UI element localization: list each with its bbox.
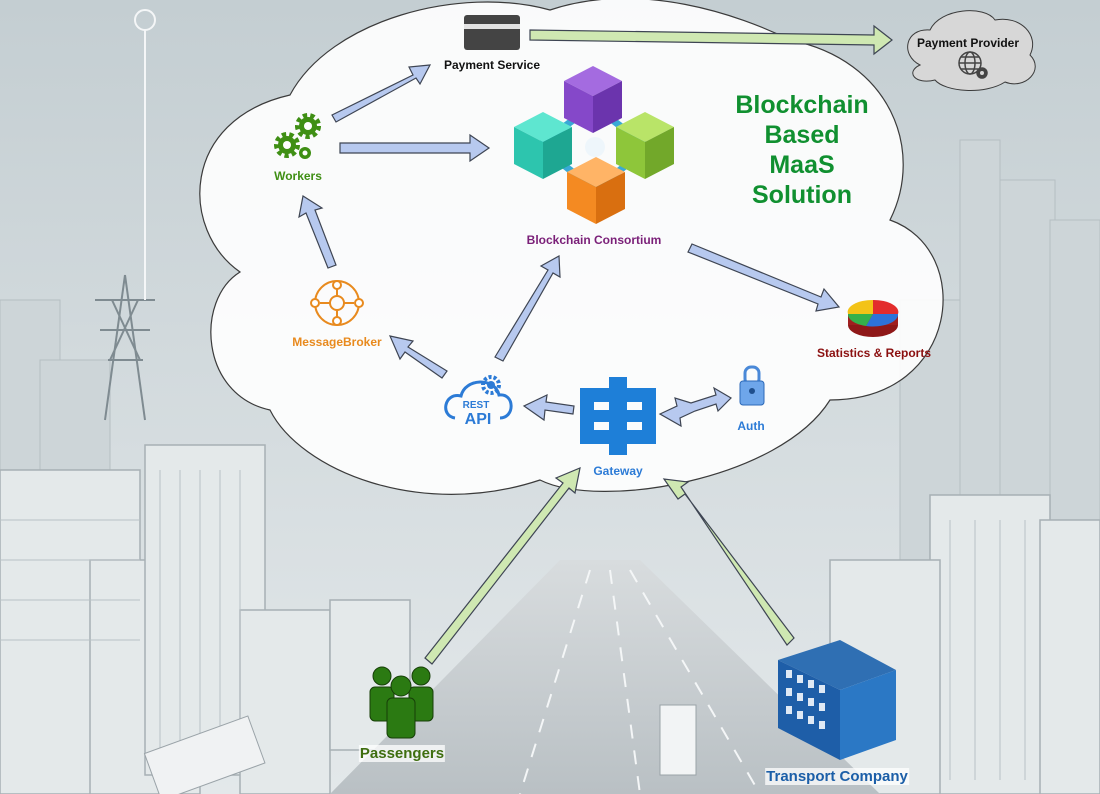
arrow-rest-to-broker (388, 335, 448, 379)
arrow-payment-to-provider (529, 24, 893, 56)
arrow-company-to-gateway (662, 478, 795, 646)
connector-arrows (298, 24, 893, 665)
payment-provider-cloud (907, 10, 1036, 91)
arrow-passengers-to-gateway (424, 467, 581, 665)
lock-icon (739, 365, 765, 406)
street-light (134, 9, 156, 300)
passengers-label: Passengers (358, 745, 446, 762)
payment-service-label: Payment Service (443, 58, 541, 72)
blockchain-cubes-icon (514, 66, 674, 224)
arrow-workers-to-payment (331, 64, 432, 123)
message-broker-icon (310, 280, 364, 326)
rest-api-text-bottom: API (465, 411, 492, 428)
building-icon (778, 640, 896, 760)
message-broker-label: MessageBroker (292, 335, 382, 349)
globe-gear-icon (958, 51, 988, 79)
passengers-icon (369, 666, 434, 739)
power-pylon (95, 274, 155, 421)
statistics-reports-label: Statistics & Reports (816, 346, 932, 360)
diagram-title: Blockchain Based MaaS Solution (712, 90, 892, 210)
rest-api-icon: REST API (444, 375, 513, 428)
gateway-icon (580, 377, 656, 455)
pie-chart-icon (847, 299, 899, 337)
arrow-rest-to-blockchain (494, 255, 561, 362)
gateway-label: Gateway (593, 464, 643, 478)
title-line-4: Solution (752, 181, 852, 209)
rest-api-text-top: REST (463, 400, 490, 411)
bus-vehicle (659, 704, 697, 776)
arrow-blockchain-to-stats (687, 243, 841, 312)
auth-label: Auth (737, 419, 765, 433)
arrow-gateway-to-rest (522, 393, 575, 422)
title-line-3: MaaS (769, 151, 835, 179)
title-line-2: Based (764, 121, 840, 149)
arrow-workers-to-blockchain (339, 133, 491, 163)
arrow-gateway-auth (658, 386, 732, 428)
gears-icon (274, 113, 321, 159)
title-line-1: Blockchain (735, 91, 869, 119)
workers-label: Workers (274, 169, 322, 183)
arrow-broker-to-workers (298, 195, 337, 269)
truck-vehicle (143, 715, 266, 794)
payment-card-icon (464, 15, 520, 50)
transport-company-label: Transport Company (765, 768, 909, 785)
blockchain-consortium-label: Blockchain Consortium (526, 233, 662, 247)
payment-provider-label: Payment Provider (916, 36, 1020, 50)
